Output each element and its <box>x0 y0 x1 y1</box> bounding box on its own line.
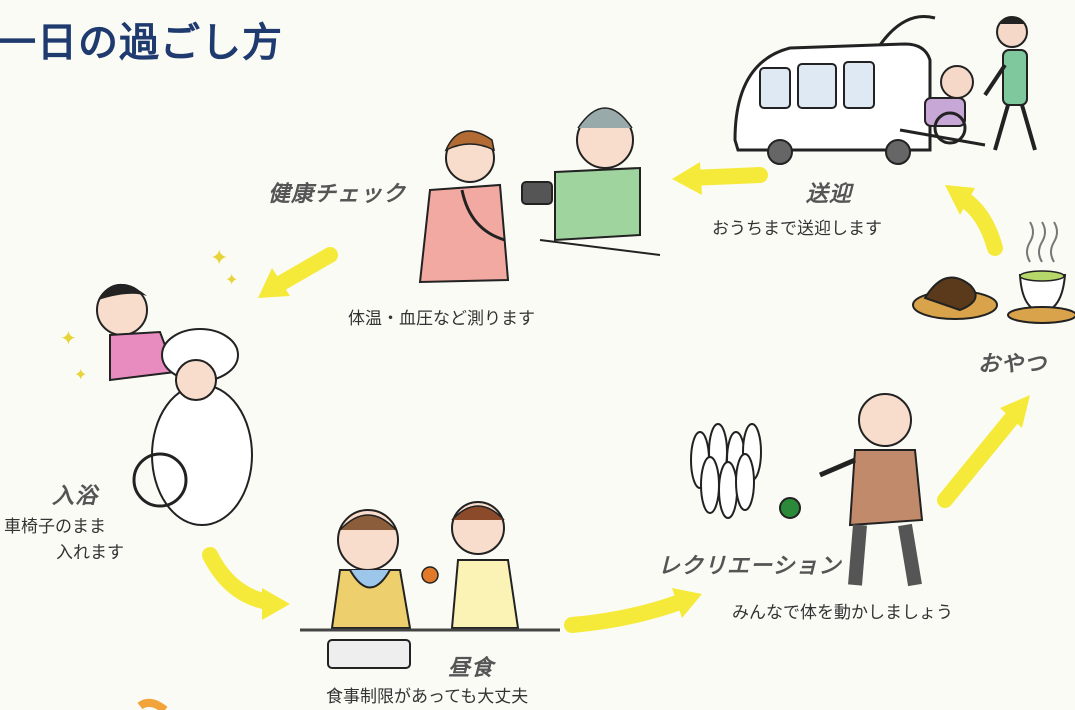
page-title: 一日の過ごし方 <box>0 20 283 66</box>
step-label-pickup: 送迎 <box>806 182 853 207</box>
arrow-lunch-to-recreation <box>564 588 702 633</box>
arrow-pickup-to-health <box>672 162 768 195</box>
lunch-icon <box>300 501 560 669</box>
arrow-recreation-to-snack <box>937 395 1030 508</box>
step-desc-health: 体温・血圧など測ります <box>348 309 535 329</box>
arrow-bath-to-lunch <box>202 547 290 620</box>
svg-text:✦: ✦ <box>60 326 77 350</box>
step-label-lunch: 昼食 <box>448 656 495 681</box>
svg-text:✦: ✦ <box>74 365 87 384</box>
svg-text:✦: ✦ <box>210 246 228 271</box>
step-label-snack: おやつ <box>978 352 1048 377</box>
step-desc-bath-line1: 車椅子のまま <box>4 517 106 537</box>
arrow-health-to-bath <box>258 247 338 298</box>
step-desc-bath-line2: 入れます <box>56 543 124 563</box>
step-desc-pickup: おうちまで送迎します <box>712 219 882 239</box>
step-label-recreation: レクリエーション <box>658 554 842 579</box>
arrow-snack-to-pickup <box>945 185 1003 256</box>
accent-mark <box>137 698 168 710</box>
nurse-blood-pressure-icon <box>418 107 661 284</box>
step-label-bath: 入浴 <box>52 484 99 509</box>
bowling-icon <box>690 393 924 587</box>
step-desc-recreation: みんなで体を動かしましょう <box>732 603 953 623</box>
step-label-health: 健康チェック <box>268 182 407 207</box>
step-desc-lunch: 食事制限があっても大丈夫 <box>326 687 529 707</box>
bath-icon: ✦ ✦ ✦ ✦ <box>60 246 253 526</box>
van-icon <box>733 15 986 165</box>
caregiver-wheelchair-icon <box>924 16 1037 151</box>
svg-text:✦: ✦ <box>225 270 238 289</box>
snack-icon <box>912 221 1075 324</box>
